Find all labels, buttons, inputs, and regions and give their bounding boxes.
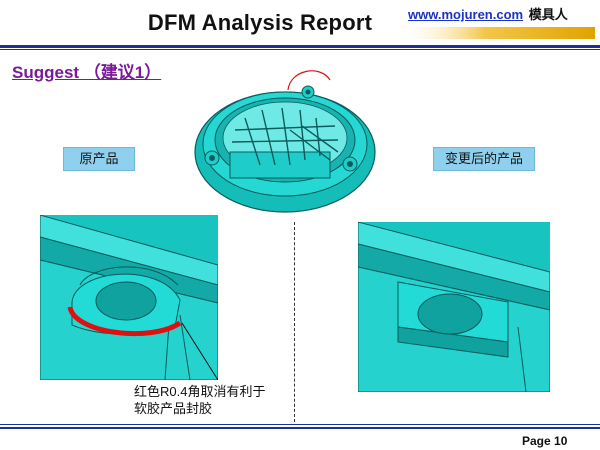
site-brand: 模具人 (528, 7, 568, 22)
annotation-note: 红色R0.4角取消有利于 软胶产品封胶 (134, 383, 265, 417)
footer-rule-thin (0, 424, 600, 425)
section-heading: Suggest （建议1） (12, 63, 162, 82)
modified-product-image (358, 222, 550, 392)
note-line-2: 软胶产品封胶 (134, 401, 213, 416)
modified-product-label: 变更后的产品 (433, 147, 535, 171)
header-rule (0, 45, 600, 48)
comparison-divider (294, 222, 295, 422)
part-overview-image (194, 70, 376, 213)
note-line-1: 红色R0.4角取消有利于 (134, 384, 266, 399)
header-rule-thin (0, 49, 600, 50)
header-gradient-bar (395, 27, 595, 39)
original-product-label: 原产品 (63, 147, 135, 171)
page-number: Page 10 (522, 434, 568, 448)
page-title: DFM Analysis Report (147, 10, 373, 35)
site-link[interactable]: www.mojuren.com (408, 7, 524, 22)
footer-rule (0, 427, 600, 429)
site-credit: www.mojuren.com 模具人 (408, 4, 568, 23)
original-product-image (40, 215, 218, 380)
